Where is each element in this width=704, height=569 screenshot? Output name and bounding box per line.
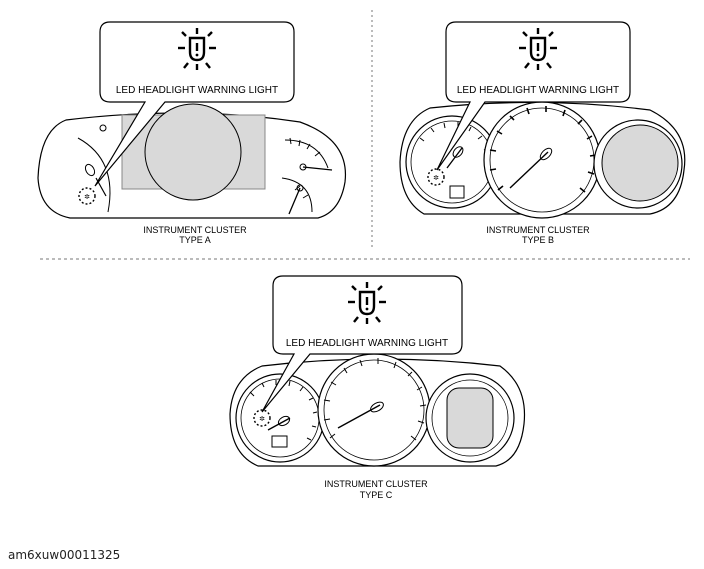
callout-a-label: LED HEADLIGHT WARNING LIGHT [116, 85, 278, 96]
callout-b-label: LED HEADLIGHT WARNING LIGHT [457, 85, 619, 96]
cluster-b-speed-needle [509, 151, 549, 189]
cluster-c-left-display [271, 435, 288, 448]
cluster-c-speed-needle [337, 404, 381, 429]
cluster-b-warning-light-symbol: ✲ [433, 174, 439, 182]
caption-c-line1: INSTRUMENT CLUSTER [324, 479, 428, 489]
caption-a-line2: TYPE A [179, 235, 211, 245]
caption-c-line2: TYPE C [360, 490, 393, 500]
cluster-a-right-needle-bottom [288, 187, 301, 215]
caption-b-line2: TYPE B [522, 235, 554, 245]
cluster-b-left-display [449, 185, 465, 199]
cluster-a-warning-light-symbol: ✲ [84, 193, 90, 201]
caption-a-line1: INSTRUMENT CLUSTER [143, 225, 247, 235]
cluster-a-right-needle-top [302, 166, 333, 171]
cluster-b-right-display [601, 124, 679, 202]
cluster-a-mark [99, 124, 107, 132]
callout-c-label: LED HEADLIGHT WARNING LIGHT [286, 338, 448, 349]
figure-code: am6xuw00011325 [8, 548, 121, 562]
caption-b-line1: INSTRUMENT CLUSTER [486, 225, 590, 235]
led-headlight-warning-icon [348, 282, 386, 324]
cluster-c-speedometer [317, 353, 431, 467]
cluster-c-right-display [446, 387, 494, 449]
cluster-c-warning-light-highlight [253, 409, 271, 427]
cluster-a-right-gauge-arc-bottom [281, 177, 313, 213]
led-headlight-warning-icon [178, 28, 216, 70]
led-headlight-warning-icon [519, 28, 557, 70]
callout-a: LED HEADLIGHT WARNING LIGHT [94, 21, 295, 187]
cluster-a-center-circle [144, 103, 242, 201]
cluster-a-warning-light-highlight [78, 187, 96, 205]
cluster-type-a: ✲ [37, 103, 347, 219]
cluster-b-left-needle [446, 147, 463, 169]
cluster-b-warning-light-highlight [427, 168, 445, 186]
cluster-type-b: ✲ [399, 101, 686, 219]
callout-b: LED HEADLIGHT WARNING LIGHT [436, 21, 631, 171]
callout-c: LED HEADLIGHT WARNING LIGHT [261, 275, 463, 413]
cluster-c-warning-light-symbol: ✲ [259, 415, 265, 423]
cluster-type-c: ✲ [229, 353, 526, 467]
